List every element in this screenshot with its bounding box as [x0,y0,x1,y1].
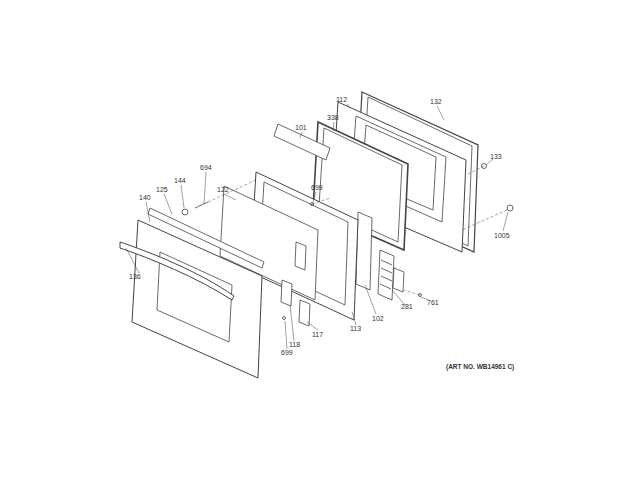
callout-number: 122 [217,186,229,193]
callout-number: 338 [327,114,339,121]
callout-number: 101 [295,124,307,131]
callout-number: 144 [174,177,186,184]
callout-number: 117 [312,331,323,338]
callout-number: 1005 [494,232,510,239]
callout-number: 118 [289,341,300,348]
callout-number: 125 [156,186,168,193]
callout-number: 102 [372,315,384,322]
callout-number: 699 [311,184,323,191]
callout-number: 132 [430,98,442,105]
callout-number: 133 [490,153,502,160]
art-number: (ART NO. WB14961 C) [446,364,514,371]
callout-number: 113 [350,325,361,332]
callout-number: 281 [401,303,413,310]
callout-number: 112 [336,96,347,103]
callout-number: 699 [281,349,293,356]
callout-number: 694 [200,164,212,171]
callout-number: 136 [129,273,141,280]
callout-number: 761 [427,299,439,306]
callout-number: 140 [139,194,151,201]
